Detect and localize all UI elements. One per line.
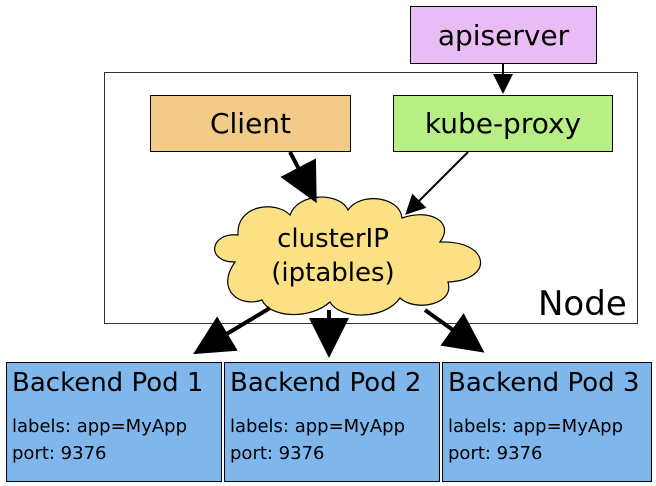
client-box: Client bbox=[150, 95, 351, 152]
cluster-ip-sublabel: (iptables) bbox=[271, 258, 395, 288]
node-label: Node bbox=[538, 284, 627, 324]
pod-title: Backend Pod 2 bbox=[230, 368, 422, 398]
pod-port: port: 9376 bbox=[448, 443, 543, 464]
pod-labels: labels: app=MyApp bbox=[12, 416, 188, 437]
pod-labels: labels: app=MyApp bbox=[230, 416, 406, 437]
pod-title: Backend Pod 1 bbox=[12, 368, 204, 398]
kube-proxy-label: kube-proxy bbox=[424, 107, 582, 140]
pod-title: Backend Pod 3 bbox=[448, 368, 640, 398]
backend-pod-1: Backend Pod 1 labels: app=MyApp port: 93… bbox=[6, 362, 222, 482]
pod-labels: labels: app=MyApp bbox=[448, 416, 624, 437]
apiserver-box: apiserver bbox=[410, 6, 597, 64]
backend-pod-3: Backend Pod 3 labels: app=MyApp port: 93… bbox=[442, 362, 652, 482]
arrow-kubeproxy-to-clusterip bbox=[405, 151, 469, 215]
arrow-clusterip-to-pod1 bbox=[193, 306, 272, 355]
pod-port: port: 9376 bbox=[12, 443, 107, 464]
cluster-ip-text: clusterIP (iptables) bbox=[228, 222, 438, 290]
apiserver-label: apiserver bbox=[437, 18, 570, 52]
backend-pod-2: Backend Pod 2 labels: app=MyApp port: 93… bbox=[224, 362, 440, 482]
client-label: Client bbox=[209, 107, 292, 140]
pod-port: port: 9376 bbox=[230, 443, 325, 464]
cluster-ip-cloud bbox=[214, 196, 481, 316]
arrow-clusterip-to-pod3 bbox=[423, 308, 485, 353]
kube-proxy-box: kube-proxy bbox=[393, 95, 613, 152]
arrow-client-to-clusterip bbox=[280, 151, 317, 204]
cluster-ip-label: clusterIP bbox=[277, 224, 389, 254]
